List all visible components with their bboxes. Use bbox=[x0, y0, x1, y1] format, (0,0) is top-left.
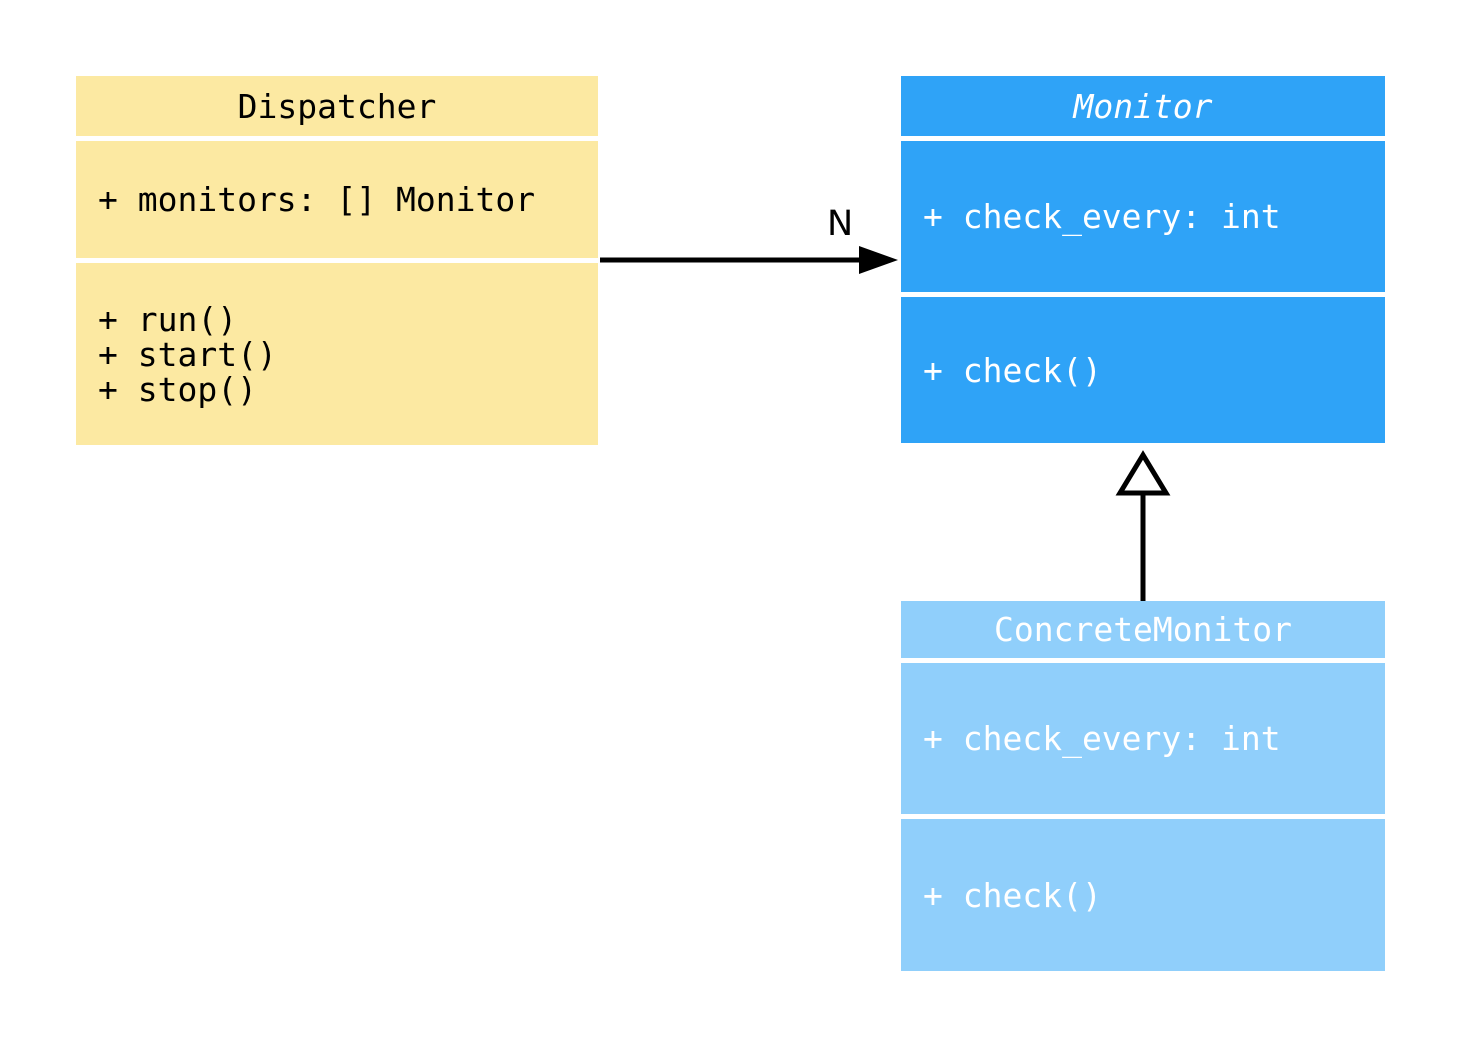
class-box-concretemonitor: ConcreteMonitor + check_every: int + che… bbox=[901, 601, 1385, 971]
class-title-concretemonitor: ConcreteMonitor bbox=[901, 601, 1385, 658]
class-attributes-concretemonitor: + check_every: int bbox=[901, 663, 1385, 814]
class-title-monitor: Monitor bbox=[901, 76, 1385, 136]
class-box-monitor: Monitor + check_every: int + check() bbox=[901, 76, 1385, 443]
association-arrow bbox=[600, 246, 898, 274]
class-methods-monitor: + check() bbox=[901, 297, 1385, 443]
class-methods-concretemonitor: + check() bbox=[901, 819, 1385, 971]
method-text: + check() bbox=[923, 875, 1102, 915]
attribute-text: + check_every: int bbox=[923, 719, 1281, 758]
method-text: + stop() bbox=[98, 369, 257, 409]
attribute-text: + check_every: int bbox=[923, 197, 1281, 236]
attribute-text: + monitors: [] Monitor bbox=[98, 180, 536, 219]
class-name-text: Monitor bbox=[1073, 86, 1213, 126]
class-methods-dispatcher: + run() + start() + stop() bbox=[76, 263, 598, 445]
class-title-dispatcher: Dispatcher bbox=[76, 76, 598, 136]
method-text: + start() bbox=[98, 334, 277, 374]
class-attributes-dispatcher: + monitors: [] Monitor bbox=[76, 141, 598, 258]
class-name-text: Dispatcher bbox=[237, 86, 437, 126]
association-arrowhead-icon bbox=[859, 246, 898, 274]
class-attributes-monitor: + check_every: int bbox=[901, 141, 1385, 292]
inheritance-triangle-icon bbox=[1115, 450, 1171, 496]
association-multiplicity-label: N bbox=[827, 204, 854, 244]
inheritance-arrow bbox=[1115, 450, 1171, 601]
method-text: + run() bbox=[98, 299, 238, 339]
method-text: + check() bbox=[923, 350, 1102, 390]
class-name-text: ConcreteMonitor bbox=[993, 610, 1292, 649]
class-box-dispatcher: Dispatcher + monitors: [] Monitor + run(… bbox=[76, 76, 598, 445]
